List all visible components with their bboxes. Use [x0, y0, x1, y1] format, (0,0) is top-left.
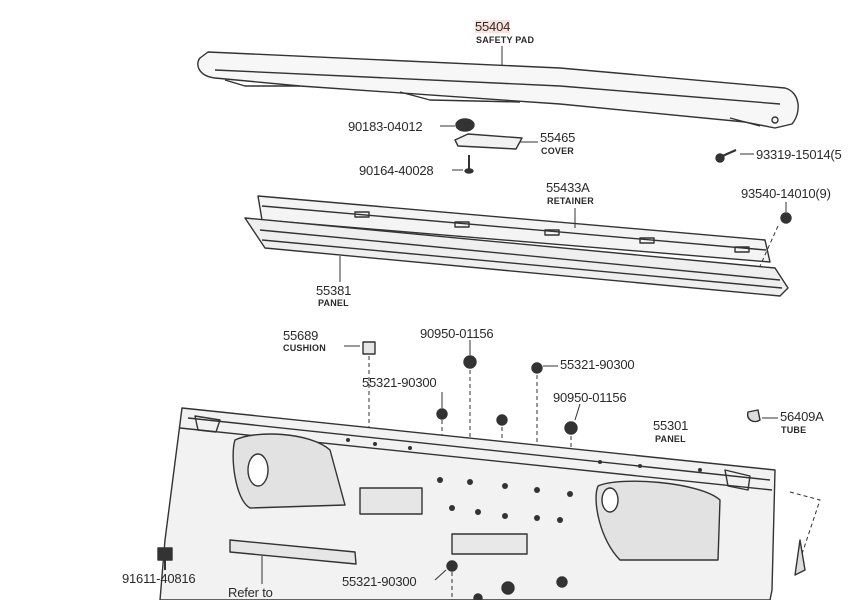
nut-top-number: 90950-01156 [420, 326, 494, 341]
screw-right-part [715, 148, 754, 163]
bottom-nuts-group [434, 560, 568, 600]
lower-panel-part [159, 407, 821, 600]
cushion-part [344, 341, 376, 432]
retainer-name: RETAINER [547, 196, 594, 206]
safety-pad-part [197, 51, 799, 129]
screw-number: 90164-40028 [359, 163, 434, 178]
tube-part [746, 409, 778, 423]
cover-name: COVER [541, 146, 575, 156]
upper-panel-name: PANEL [318, 298, 349, 308]
upper-panel-part [244, 217, 789, 297]
retainer-number: 55433A [546, 180, 590, 195]
nut-left-number: 55321-90300 [362, 375, 437, 390]
handle-part [229, 539, 357, 584]
nut-right-top-number: 55321-90300 [560, 357, 635, 372]
bolt-right-part [759, 202, 792, 267]
cushion-number: 55689 [283, 328, 319, 343]
cushion-name: CUSHION [283, 343, 326, 353]
upper-panel-number: 55381 [316, 283, 352, 298]
bolt-right-number: 93540-14010(9) [741, 186, 831, 201]
cover-part [454, 133, 538, 150]
lower-panel-name: PANEL [655, 434, 686, 444]
tube-number: 56409A [780, 409, 824, 424]
retainer-part [257, 195, 771, 263]
safety-pad-number: 55404 [475, 19, 511, 34]
tube-name: TUBE [781, 425, 807, 435]
bottom-nut-number: 55321-90300 [342, 574, 417, 589]
nut-mid-number: 90950-01156 [553, 390, 627, 405]
clip-number: 90183-04012 [348, 119, 423, 134]
refer-text: Refer to [228, 585, 273, 600]
bottom-left-bolt-part [157, 547, 173, 570]
bottom-left-number: 91611-40816 [122, 571, 196, 586]
safety-pad-name: SAFETY PAD [476, 35, 535, 45]
cover-number: 55465 [540, 130, 576, 145]
screw-part [452, 155, 474, 174]
screw-right-number: 93319-15014(5 [756, 147, 842, 162]
clip-part [440, 118, 475, 132]
lower-panel-number: 55301 [653, 418, 689, 433]
